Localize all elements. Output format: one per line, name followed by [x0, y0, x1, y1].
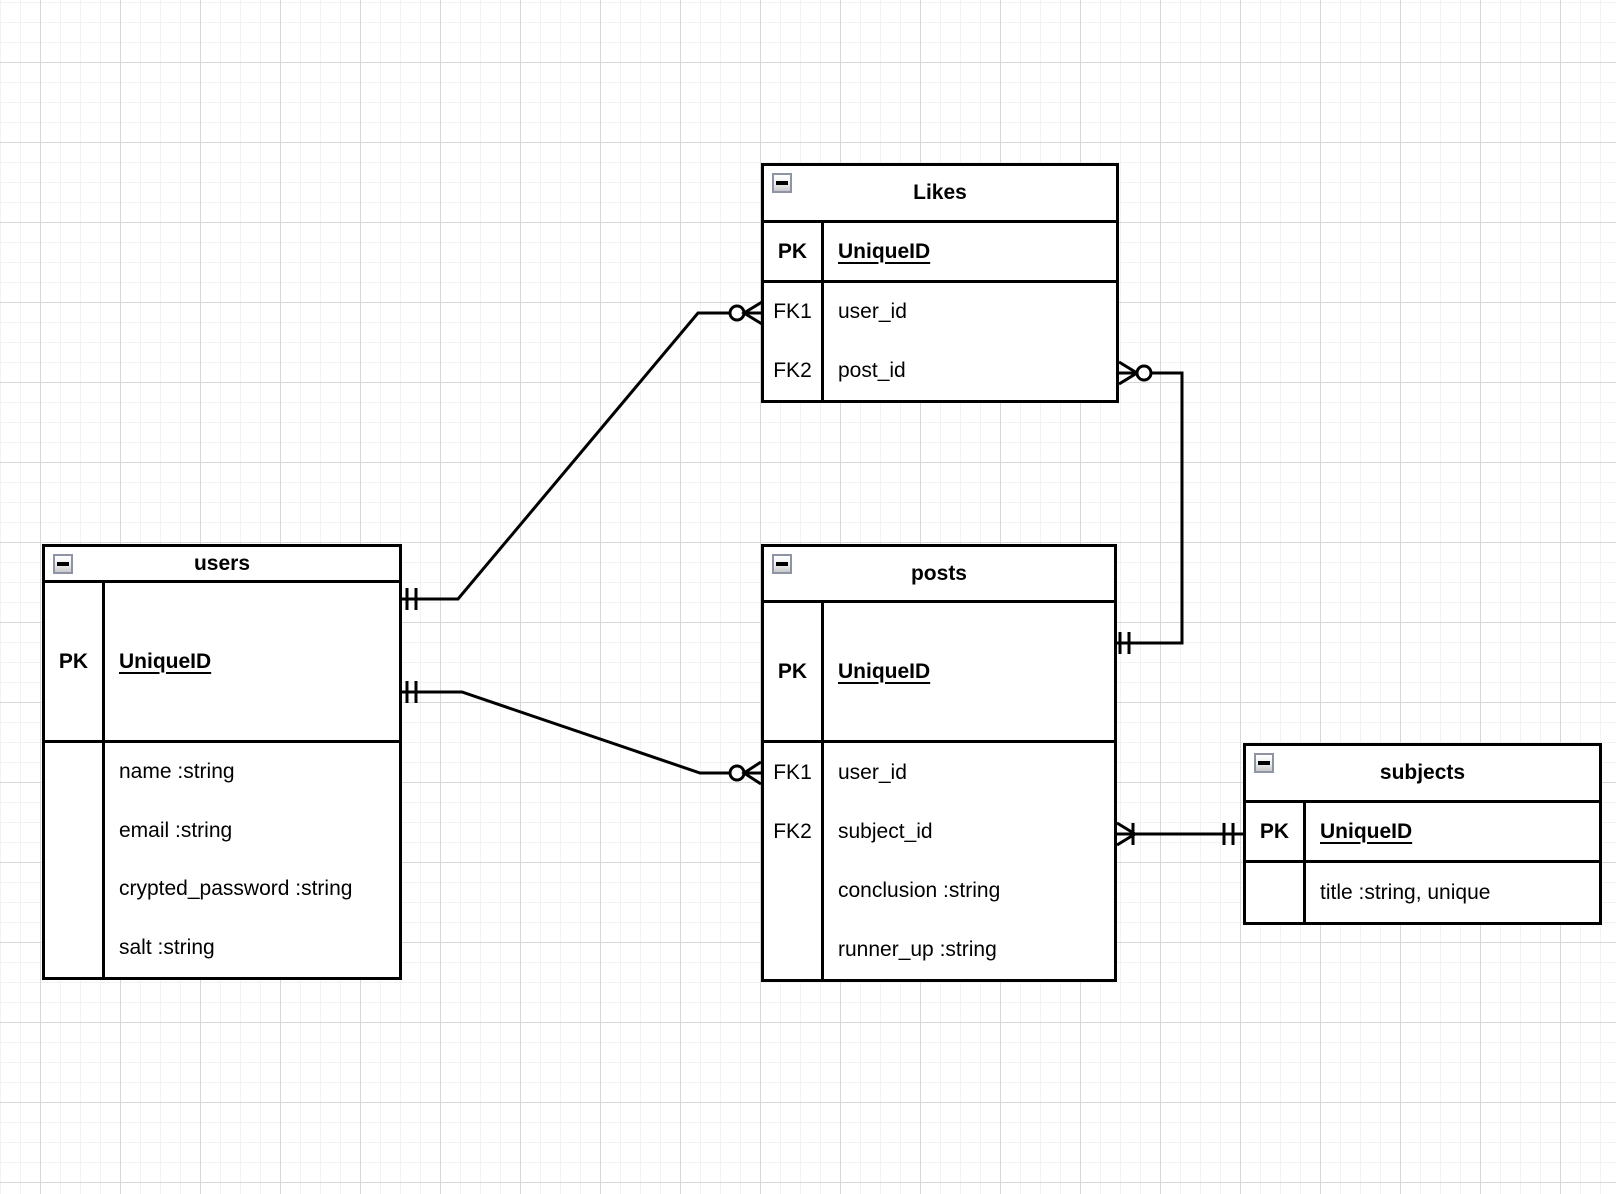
table-row[interactable]: title :string, unique [1246, 863, 1599, 922]
row-value-cell: UniqueID [838, 239, 931, 263]
row-value-cell: user_id [838, 300, 907, 324]
relationship-posts-subjects[interactable] [1116, 821, 1243, 847]
table-row[interactable]: FK2 subject_id [764, 802, 1114, 861]
crow-foot-icon [1118, 360, 1140, 386]
row-key-cell: PK [45, 583, 105, 740]
table-row[interactable]: conclusion :string [764, 861, 1114, 920]
collapse-icon[interactable] [772, 554, 792, 574]
row-value-cell: name :string [119, 760, 235, 784]
row-key-cell: FK1 [764, 283, 824, 342]
table-row-pk[interactable]: PK UniqueID [764, 223, 1116, 283]
table-title: users [193, 551, 251, 575]
row-key-cell [45, 801, 105, 860]
table-posts[interactable]: posts PK UniqueID FK1 user_id FK2 subjec… [761, 544, 1117, 982]
table-row-pk[interactable]: PK UniqueID [45, 583, 399, 743]
table-row[interactable]: FK1 user_id [764, 743, 1114, 802]
relationship-line[interactable] [401, 311, 730, 601]
relationship-users-likes[interactable] [401, 300, 763, 610]
table-row[interactable]: FK1 user_id [764, 283, 1116, 342]
table-row[interactable]: salt :string [45, 918, 399, 977]
row-key-cell: PK [764, 603, 824, 740]
table-title: Likes [913, 181, 967, 204]
table-title: subjects [1379, 761, 1466, 784]
table-header: Likes [764, 166, 1116, 223]
row-value-cell: user_id [838, 760, 907, 784]
row-value-cell: email :string [119, 818, 233, 842]
table-row-pk[interactable]: PK UniqueID [1246, 803, 1599, 863]
relationship-line[interactable] [1114, 371, 1184, 645]
table-subjects[interactable]: subjects PK UniqueID title :string, uniq… [1243, 743, 1602, 925]
cardinality-one-icon [405, 588, 418, 610]
row-value-cell: post_id [838, 358, 906, 382]
row-value-cell: conclusion :string [838, 878, 1001, 902]
collapse-icon[interactable] [53, 554, 73, 574]
row-value-cell: UniqueID [1320, 819, 1413, 843]
row-key-cell [45, 918, 105, 977]
table-header: users [45, 547, 399, 583]
crow-foot-icon [741, 300, 763, 326]
table-row[interactable]: crypted_password :string [45, 860, 399, 919]
crow-foot-icon [1116, 821, 1138, 847]
row-key-cell: FK2 [764, 802, 824, 861]
table-users[interactable]: users PK UniqueID name :string email :st… [42, 544, 402, 980]
row-key-cell [764, 920, 824, 979]
relationship-users-posts[interactable] [401, 681, 762, 786]
row-key-cell [45, 743, 105, 802]
row-key-cell [45, 860, 105, 919]
row-value-cell: salt :string [119, 935, 215, 959]
row-value-cell: UniqueID [119, 649, 212, 673]
table-header: posts [764, 547, 1114, 603]
table-row[interactable]: name :string [45, 743, 399, 802]
row-key-cell: PK [1246, 803, 1306, 860]
row-key-cell [1246, 863, 1306, 922]
collapse-icon[interactable] [772, 173, 792, 193]
table-row[interactable]: FK2 post_id [764, 341, 1116, 400]
cardinality-one-icon [405, 681, 418, 703]
table-row[interactable]: email :string [45, 801, 399, 860]
row-value-cell: subject_id [838, 819, 933, 843]
row-key-cell: FK2 [764, 341, 824, 400]
row-key-cell: PK [764, 223, 824, 280]
row-value-cell: UniqueID [838, 659, 931, 683]
row-value-cell: crypted_password :string [119, 877, 353, 901]
cardinality-one-icon [1118, 632, 1131, 654]
table-header: subjects [1246, 746, 1599, 803]
crow-foot-icon [741, 760, 762, 786]
table-likes[interactable]: Likes PK UniqueID FK1 user_id FK2 post_i… [761, 163, 1119, 403]
table-title: posts [910, 561, 967, 585]
cardinality-one-icon [1222, 823, 1235, 845]
table-row-pk[interactable]: PK UniqueID [764, 603, 1114, 743]
row-value-cell: title :string, unique [1320, 880, 1491, 904]
collapse-icon[interactable] [1254, 753, 1274, 773]
row-value-cell: runner_up :string [838, 937, 997, 961]
row-key-cell [764, 861, 824, 920]
table-row[interactable]: runner_up :string [764, 920, 1114, 979]
relationship-line[interactable] [401, 690, 730, 775]
row-key-cell: FK1 [764, 743, 824, 802]
relationship-posts-likes[interactable] [1114, 360, 1184, 654]
cardinality-zero-or-many-icon [1135, 364, 1153, 382]
